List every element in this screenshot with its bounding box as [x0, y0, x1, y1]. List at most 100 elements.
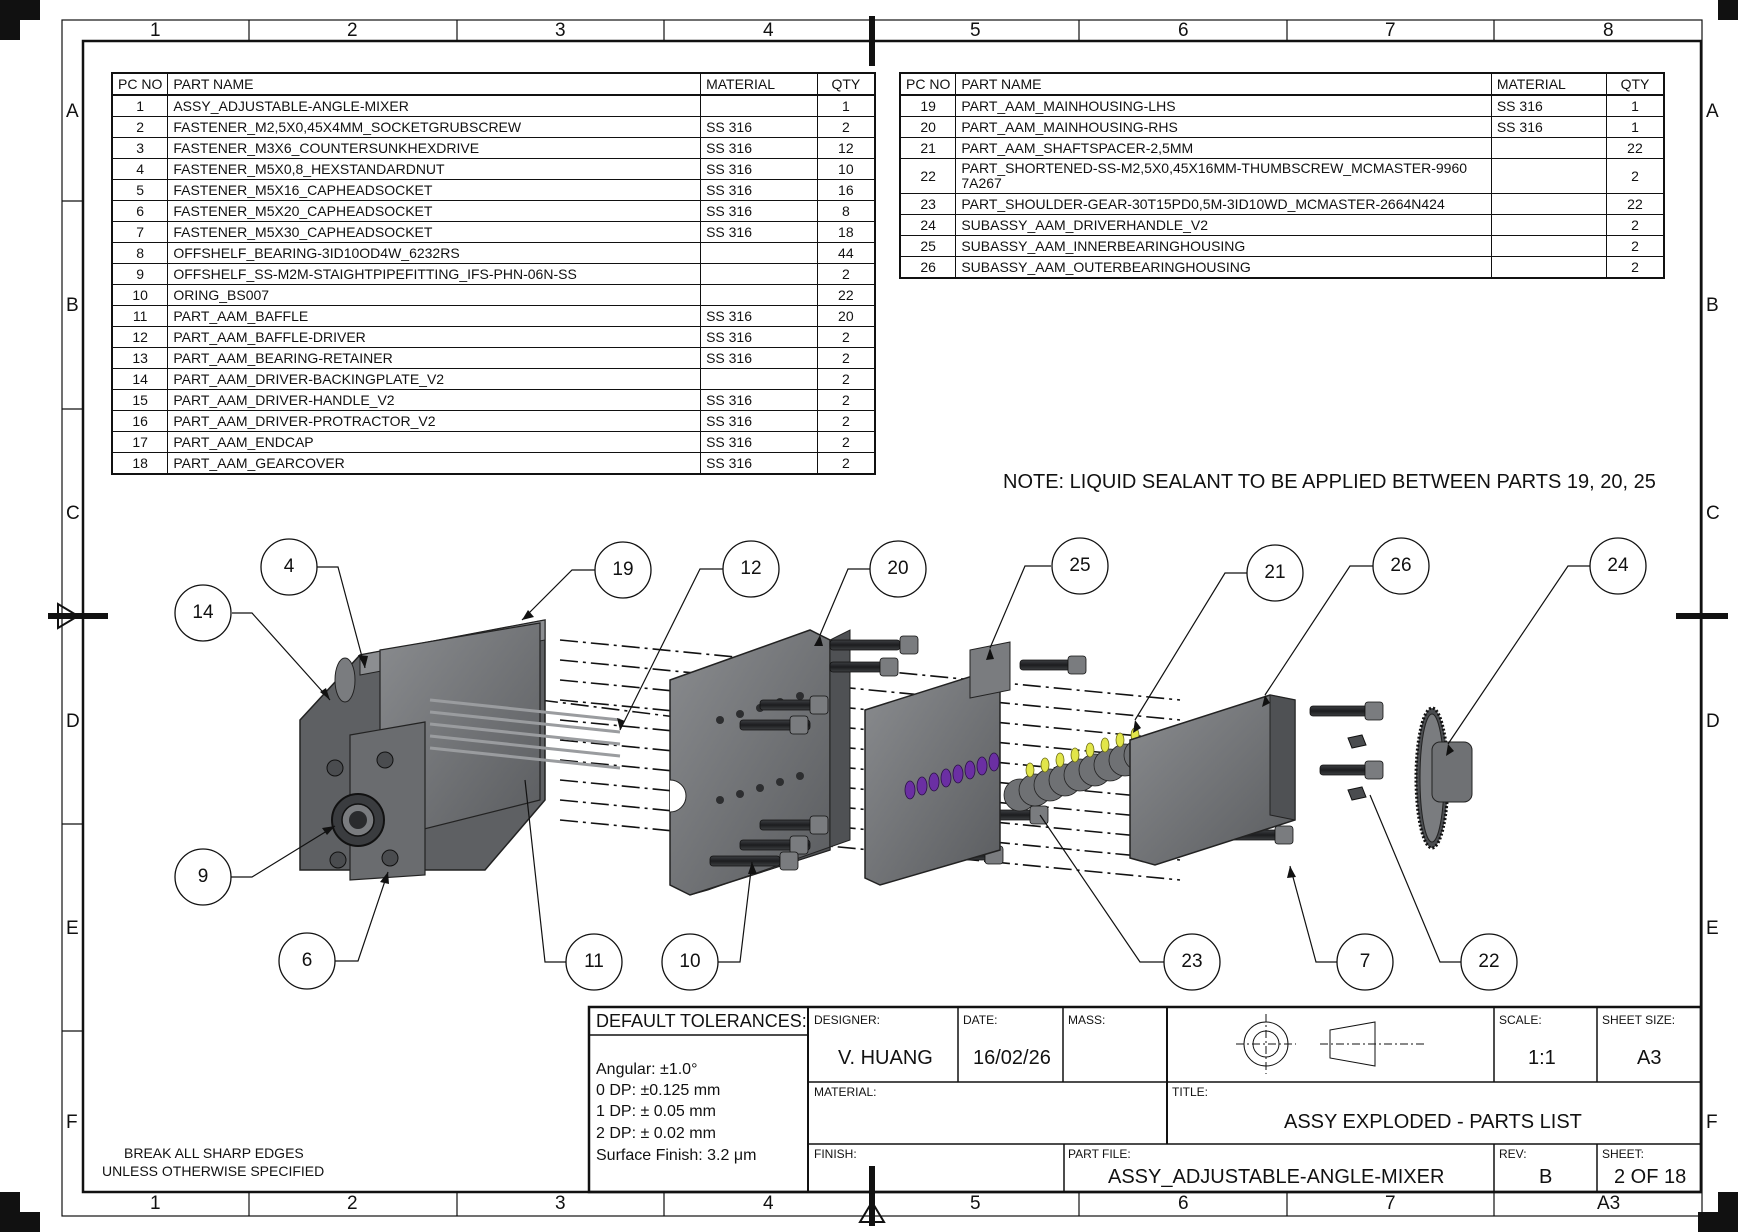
- bom-cell-qty: 1: [1605, 94, 1665, 117]
- zone-sheet-size-bottom: A3: [1597, 1193, 1621, 1214]
- sheet-size-value: A3: [1637, 1047, 1662, 1069]
- bom-cell-qty: 12: [816, 137, 876, 159]
- bom-cell-qty: 2: [816, 347, 876, 369]
- bom-cell-name: ORING_BS007: [167, 284, 702, 306]
- zone-row-e: E: [66, 918, 79, 939]
- bom-cell-material: SS 316: [700, 221, 818, 243]
- bom-cell-pc: 1: [111, 94, 169, 117]
- tolerance-0dp: 0 DP: ±0.125 mm: [596, 1082, 721, 1099]
- bom-cell-material: [700, 368, 818, 390]
- scale-value: 1:1: [1528, 1047, 1556, 1069]
- zone-col-5: 5: [970, 20, 981, 41]
- bom-cell-name: FASTENER_M2,5X0,45X4MM_SOCKETGRUBSCREW: [167, 116, 702, 138]
- drawing-title: ASSY EXPLODED - PARTS LIST: [1284, 1111, 1582, 1133]
- break-edges-line-2: UNLESS OTHERWISE SPECIFIED: [102, 1163, 325, 1179]
- zone-col-4-bottom: 4: [763, 1193, 774, 1214]
- bom-cell-name: PART_AAM_ENDCAP: [167, 431, 702, 453]
- rev-label: REV:: [1499, 1147, 1527, 1161]
- designer-value: V. HUANG: [838, 1047, 933, 1069]
- inner-bearing-housing: [864, 641, 1011, 886]
- sheet-value: 2 OF 18: [1614, 1166, 1687, 1188]
- bom-cell-material: SS 316: [700, 431, 818, 453]
- bom-cell-name: SUBASSY_AAM_DRIVERHANDLE_V2: [955, 214, 1492, 236]
- balloon-11: 11: [584, 951, 604, 972]
- tolerance-surface-finish: Surface Finish: 3.2 μm: [596, 1147, 757, 1164]
- balloon-19: 19: [612, 559, 634, 580]
- bom-cell-pc: 20: [899, 116, 957, 138]
- bom-cell-qty: 2: [816, 389, 876, 411]
- bom-cell-qty: 2: [816, 116, 876, 138]
- zone-col-3-bottom: 3: [555, 1193, 566, 1214]
- bom-cell-name: PART_SHORTENED-SS-M2,5X0,45X16MM-THUMBSC…: [955, 158, 1492, 194]
- bom-cell-pc: 4: [111, 158, 169, 180]
- bom-cell-material: [700, 284, 818, 306]
- balloon-9: 9: [197, 866, 209, 887]
- bom-cell-name: PART_AAM_SHAFTSPACER-2,5MM: [955, 137, 1492, 159]
- bom-cell-qty: 2: [816, 326, 876, 348]
- tolerance-2dp: 2 DP: ± 0.02 mm: [596, 1125, 716, 1142]
- bom-cell-material: SS 316: [700, 179, 818, 201]
- bom-cell-name: PART_AAM_MAINHOUSING-RHS: [955, 116, 1492, 138]
- zone-col-2-bottom: 2: [347, 1193, 358, 1214]
- bom-cell-pc: 22: [899, 158, 957, 194]
- bom-cell-pc: 26: [899, 256, 957, 279]
- bom-cell-pc: 21: [899, 137, 957, 159]
- third-angle-projection-icon: [1236, 1014, 1425, 1074]
- tolerance-angular: Angular: ±1.0°: [596, 1061, 698, 1078]
- balloon-circles: [174, 537, 1647, 991]
- bom-cell-material: [700, 242, 818, 264]
- bom-cell-qty: 2: [816, 263, 876, 285]
- bom-cell-name: FASTENER_M5X30_CAPHEADSOCKET: [167, 221, 702, 243]
- zone-col-7: 7: [1385, 20, 1396, 41]
- bom-cell-material: [700, 94, 818, 117]
- bom-header-name: PART NAME: [167, 72, 702, 96]
- bom-cell-qty: 2: [1605, 256, 1665, 279]
- outer-bearing-housing: [1129, 694, 1296, 866]
- balloon-24: 24: [1607, 555, 1629, 576]
- bom-cell-material: [1490, 214, 1607, 236]
- bom-header-pc: PC NO: [111, 72, 169, 96]
- bom-cell-material: SS 316: [700, 158, 818, 180]
- balloon-7: 7: [1359, 951, 1371, 972]
- balloon-leaders: [231, 565, 1591, 963]
- bom-cell-qty: 1: [816, 94, 876, 117]
- bom-cell-material: SS 316: [700, 305, 818, 327]
- designer-label: DESIGNER:: [814, 1013, 881, 1027]
- bom-header-qty: QTY: [816, 72, 876, 96]
- bom-header-row: PC NO PART NAME MATERIAL QTY: [899, 72, 1665, 96]
- bom-cell-qty: 44: [816, 242, 876, 264]
- balloon-14: 14: [192, 602, 214, 623]
- bom-cell-qty: 22: [1605, 137, 1665, 159]
- zone-row-b-right: B: [1706, 295, 1719, 316]
- bom-cell-qty: 1: [1605, 116, 1665, 138]
- bom-cell-name: PART_AAM_BAFFLE-DRIVER: [167, 326, 702, 348]
- bom-cell-material: [1490, 193, 1607, 215]
- zone-col-4: 4: [763, 20, 774, 41]
- bom-cell-qty: 2: [1605, 214, 1665, 236]
- baffle-shafts: [429, 698, 621, 770]
- title-block-lines: [587, 1005, 1703, 1194]
- bom-cell-pc: 2: [111, 116, 169, 138]
- zone-row-f: F: [66, 1112, 78, 1133]
- housing-plate-rhs: [669, 629, 851, 896]
- zone-row-d: D: [66, 711, 80, 732]
- bom-header-qty: QTY: [1605, 72, 1665, 96]
- bom-cell-material: SS 316: [700, 116, 818, 138]
- zone-col-8: 8: [1603, 20, 1614, 41]
- driver-handle: [1414, 706, 1473, 850]
- bom-cell-material: SS 316: [700, 347, 818, 369]
- mass-label: MASS:: [1068, 1013, 1106, 1027]
- date-value: 16/02/26: [973, 1047, 1051, 1069]
- bom-cell-name: PART_AAM_BAFFLE: [167, 305, 702, 327]
